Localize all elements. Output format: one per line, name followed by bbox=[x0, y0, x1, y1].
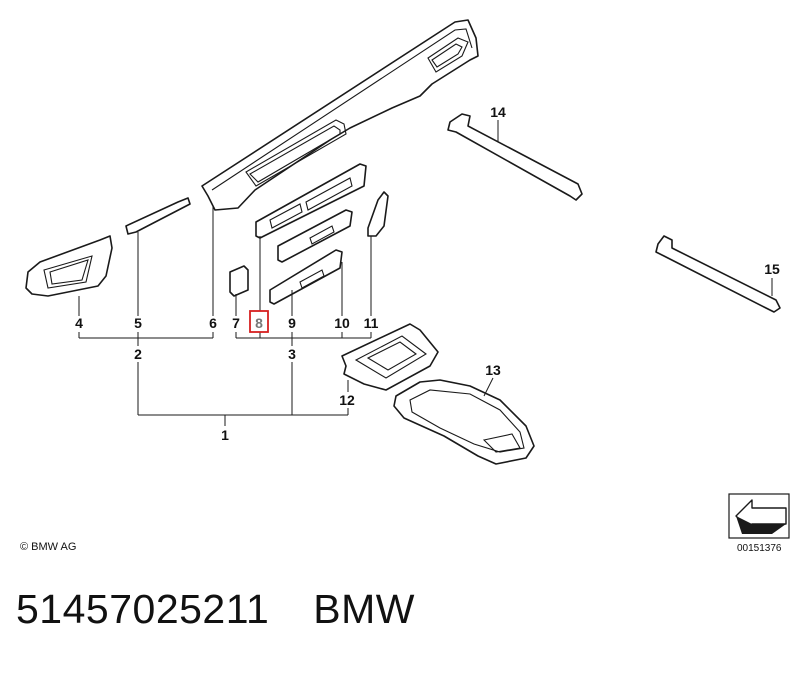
center-panel-middle bbox=[277, 209, 353, 263]
label-part-13: 13 bbox=[485, 362, 501, 378]
orientation-arrow-icon bbox=[728, 493, 790, 539]
leader-lines bbox=[78, 120, 773, 426]
console-trim-bezel bbox=[393, 379, 535, 465]
label-part-11: 11 bbox=[364, 315, 379, 331]
label-part-6: 6 bbox=[209, 315, 217, 331]
label-part-15: 15 bbox=[764, 261, 780, 277]
copyright-text: © BMW AG bbox=[20, 541, 77, 553]
label-part-4: 4 bbox=[75, 315, 83, 331]
center-panel-upper bbox=[255, 163, 367, 239]
door-trim-strip-lower bbox=[655, 235, 781, 313]
label-part-1: 1 bbox=[221, 427, 229, 443]
left-vent-trim bbox=[25, 235, 113, 297]
label-part-12: 12 bbox=[339, 392, 355, 408]
label-part-14: 14 bbox=[490, 104, 506, 120]
right-side-strip bbox=[367, 191, 389, 237]
highlighted-part-8[interactable]: 8 bbox=[249, 310, 269, 333]
part-labels: 4 5 6 2 7 8 9 10 11 3 12 1 13 14 15 bbox=[75, 104, 780, 443]
part-number: 51457025211 bbox=[16, 586, 270, 632]
dashboard-trim-main bbox=[201, 19, 479, 211]
brand-name: BMW bbox=[313, 586, 415, 632]
label-part-7: 7 bbox=[232, 315, 240, 331]
label-part-9: 9 bbox=[288, 315, 296, 331]
door-trim-strip-upper bbox=[447, 113, 583, 201]
left-trim-strip bbox=[125, 197, 191, 235]
label-part-3: 3 bbox=[288, 346, 296, 362]
label-part-8: 8 bbox=[255, 315, 263, 331]
center-panel-lower bbox=[269, 249, 343, 305]
label-part-10: 10 bbox=[334, 315, 350, 331]
small-cover-cap bbox=[229, 265, 249, 297]
footer-caption: 51457025211 BMW bbox=[16, 586, 459, 633]
console-tray bbox=[341, 323, 439, 391]
label-part-2: 2 bbox=[134, 346, 142, 362]
diagram-code: 00151376 bbox=[737, 543, 782, 554]
label-part-5: 5 bbox=[134, 315, 142, 331]
